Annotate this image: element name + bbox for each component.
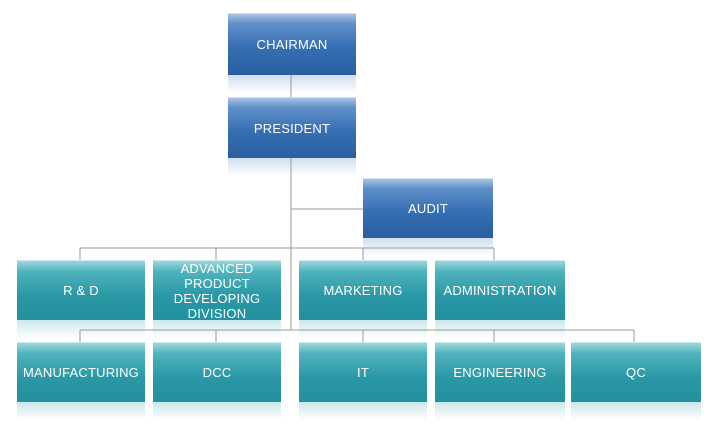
node-it: IT	[299, 342, 427, 420]
node-manufacturing: MANUFACTURING	[17, 342, 145, 420]
node-president-label: PRESIDENT	[253, 120, 331, 136]
node-engineering: ENGINEERING	[435, 342, 565, 420]
node-administration: ADMINISTRATION	[435, 260, 565, 338]
node-rd: R & D	[17, 260, 145, 338]
node-audit: AUDIT	[363, 178, 493, 256]
node-engineering-label: ENGINEERING	[453, 365, 547, 380]
node-audit-label: AUDIT	[408, 201, 448, 216]
node-manufacturing-label: MANUFACTURING	[23, 365, 139, 380]
node-dcc-label: DCC	[202, 365, 232, 380]
node-rd-label: R & D	[63, 283, 99, 298]
node-advanced-product-label: ADVANCED PRODUCT DEVELOPING DIVISION	[173, 260, 261, 321]
node-dcc: DCC	[153, 342, 281, 420]
node-chairman: CHAIRMAN	[228, 13, 356, 93]
node-chairman-label: CHAIRMAN	[256, 37, 328, 52]
node-qc: QC	[571, 342, 701, 420]
node-administration-label: ADMINISTRATION	[443, 283, 557, 298]
node-president: PRESIDENT	[228, 97, 356, 176]
node-advanced-product: ADVANCED PRODUCT DEVELOPING DIVISION	[153, 260, 281, 338]
node-it-label: IT	[357, 365, 369, 380]
node-marketing: MARKETING	[299, 260, 427, 338]
node-marketing-label: MARKETING	[323, 283, 403, 298]
node-qc-label: QC	[626, 365, 646, 380]
